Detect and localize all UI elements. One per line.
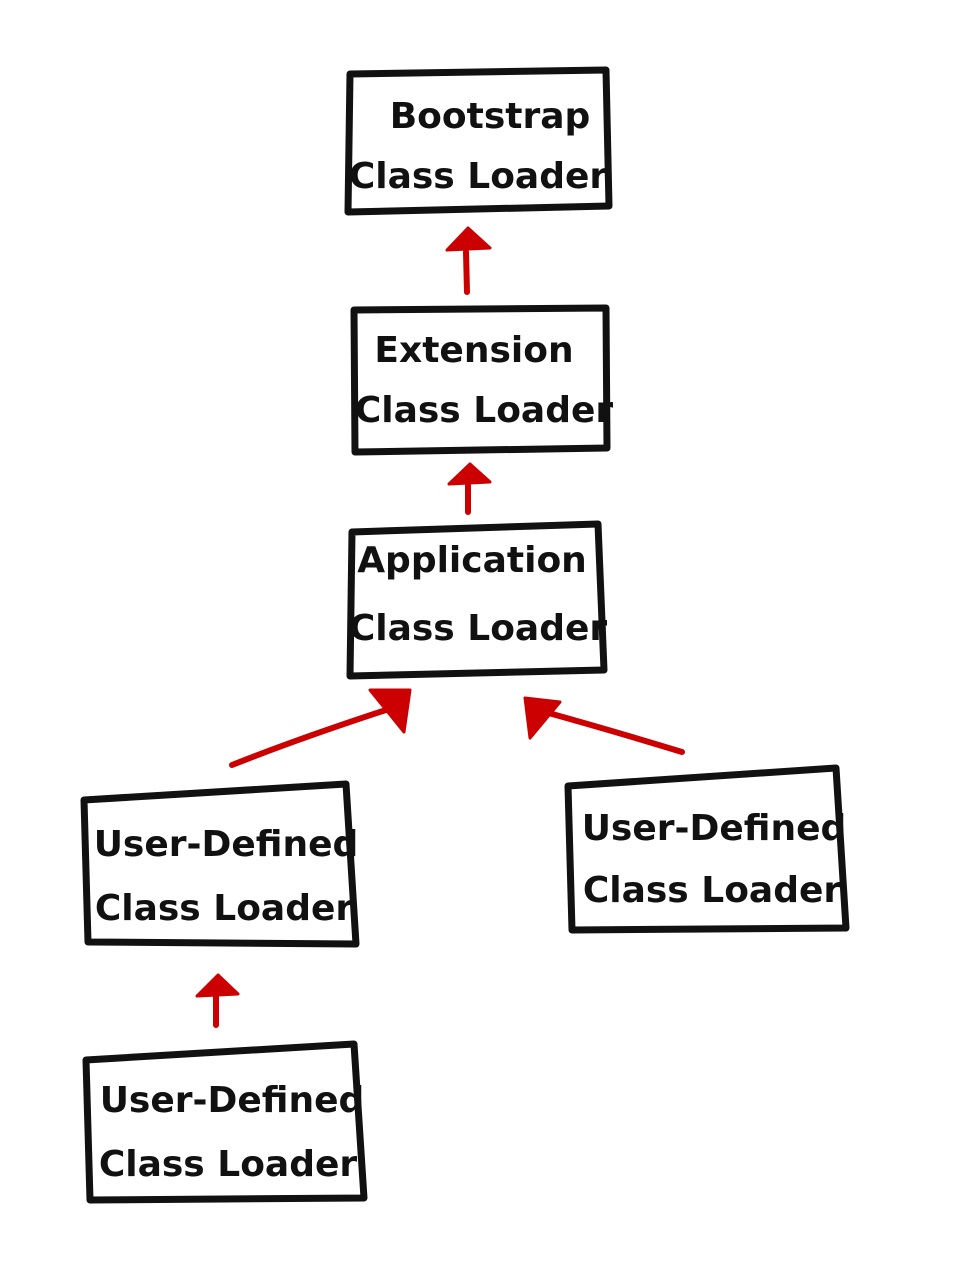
node-title-line1: Extension [374, 330, 573, 371]
node-title-line1: User-Defined [100, 1080, 365, 1121]
node-title-line2: Class Loader [583, 870, 842, 911]
node-box [350, 304, 611, 456]
node-box [344, 66, 613, 216]
node-title-line2: Class Loader [355, 390, 614, 431]
node-box [80, 780, 360, 948]
node-box [82, 1040, 368, 1204]
node-user-right: User-Defined Class Loader [564, 764, 850, 934]
node-box [346, 520, 608, 680]
node-title-line2: Class Loader [349, 156, 608, 197]
node-user-left: User-Defined Class Loader [80, 780, 360, 948]
arrow-user-right-to-application [523, 696, 685, 755]
node-bootstrap: Bootstrap Class Loader [344, 66, 613, 216]
edges [195, 226, 685, 1028]
node-title-line2: Class Loader [349, 608, 608, 649]
node-title-line2: Class Loader [99, 1144, 358, 1185]
node-extension: Extension Class Loader [350, 304, 614, 456]
arrow-user-left-to-application [229, 688, 412, 768]
node-title-line1: Application [357, 540, 587, 581]
nodes: Bootstrap Class Loader Extension Class L… [80, 66, 850, 1204]
node-application: Application Class Loader [346, 520, 608, 680]
node-title-line1: User-Defined [94, 824, 359, 865]
node-title-line1: Bootstrap [390, 96, 591, 137]
node-user-bottom: User-Defined Class Loader [82, 1040, 368, 1204]
arrow-application-to-extension [447, 462, 492, 515]
arrow-extension-to-bootstrap [445, 226, 492, 295]
node-box [564, 764, 850, 934]
node-title-line1: User-Defined [582, 808, 847, 849]
node-title-line2: Class Loader [95, 888, 354, 929]
arrow-user-bottom-to-user-left [195, 973, 240, 1028]
